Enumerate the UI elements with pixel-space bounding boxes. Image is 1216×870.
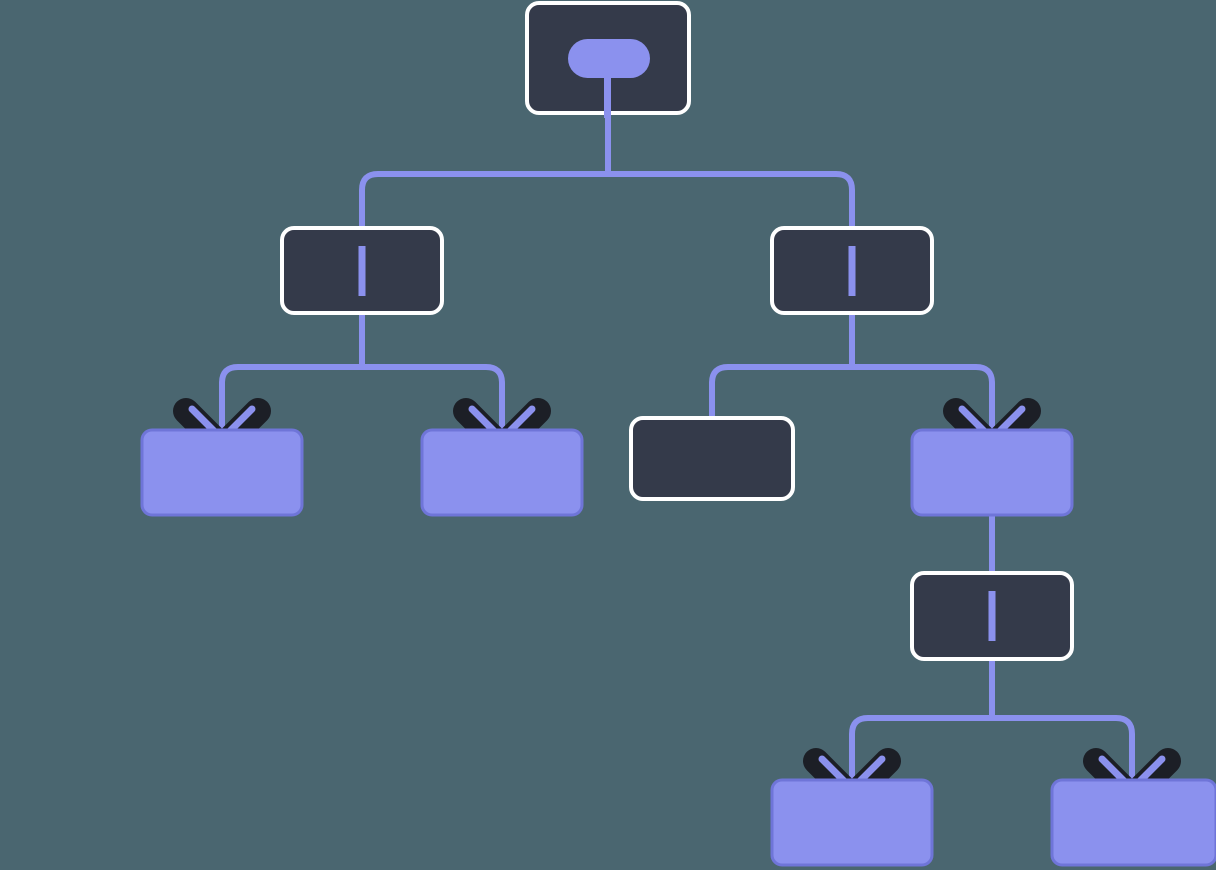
leaf-node-e[interactable] [770, 778, 934, 867]
node-layer [140, 1, 1216, 867]
branch-node-left[interactable] [280, 226, 444, 315]
through-line-branch-left [358, 246, 366, 296]
leaf-node-d[interactable] [910, 428, 1074, 517]
branch-node-lower[interactable] [910, 571, 1074, 661]
connector-bus [219, 364, 505, 437]
leaf-node-f-body[interactable] [1050, 778, 1216, 867]
leaf-node-a[interactable] [140, 428, 304, 517]
leaf-node-a-body[interactable] [140, 428, 304, 517]
through-line-branch-lower [988, 591, 996, 641]
root-node-pill-icon [568, 39, 650, 78]
connector-bus [359, 171, 855, 228]
leaf-node-d-body[interactable] [910, 428, 1074, 517]
empty-node-c[interactable] [629, 416, 795, 501]
leaf-node-f[interactable] [1050, 778, 1216, 867]
through-line-branch-right [848, 246, 856, 296]
root-node-stem-icon [604, 70, 611, 118]
connector-lower-branch-to-leaves [849, 659, 1135, 787]
empty-node-c-body[interactable] [629, 416, 795, 501]
leaf-node-b-body[interactable] [420, 428, 584, 517]
root-node[interactable] [525, 1, 691, 118]
connector-root-to-branches [359, 113, 855, 228]
branch-node-right[interactable] [770, 226, 934, 315]
leaf-node-e-body[interactable] [770, 778, 934, 867]
connector-bus [709, 364, 995, 437]
leaf-node-b[interactable] [420, 428, 584, 517]
connector-left-branch-to-leaves [219, 313, 505, 437]
connector-layer [219, 113, 1135, 787]
connector-right-branch-to-leaves [709, 313, 995, 437]
connector-bus [849, 715, 1135, 787]
